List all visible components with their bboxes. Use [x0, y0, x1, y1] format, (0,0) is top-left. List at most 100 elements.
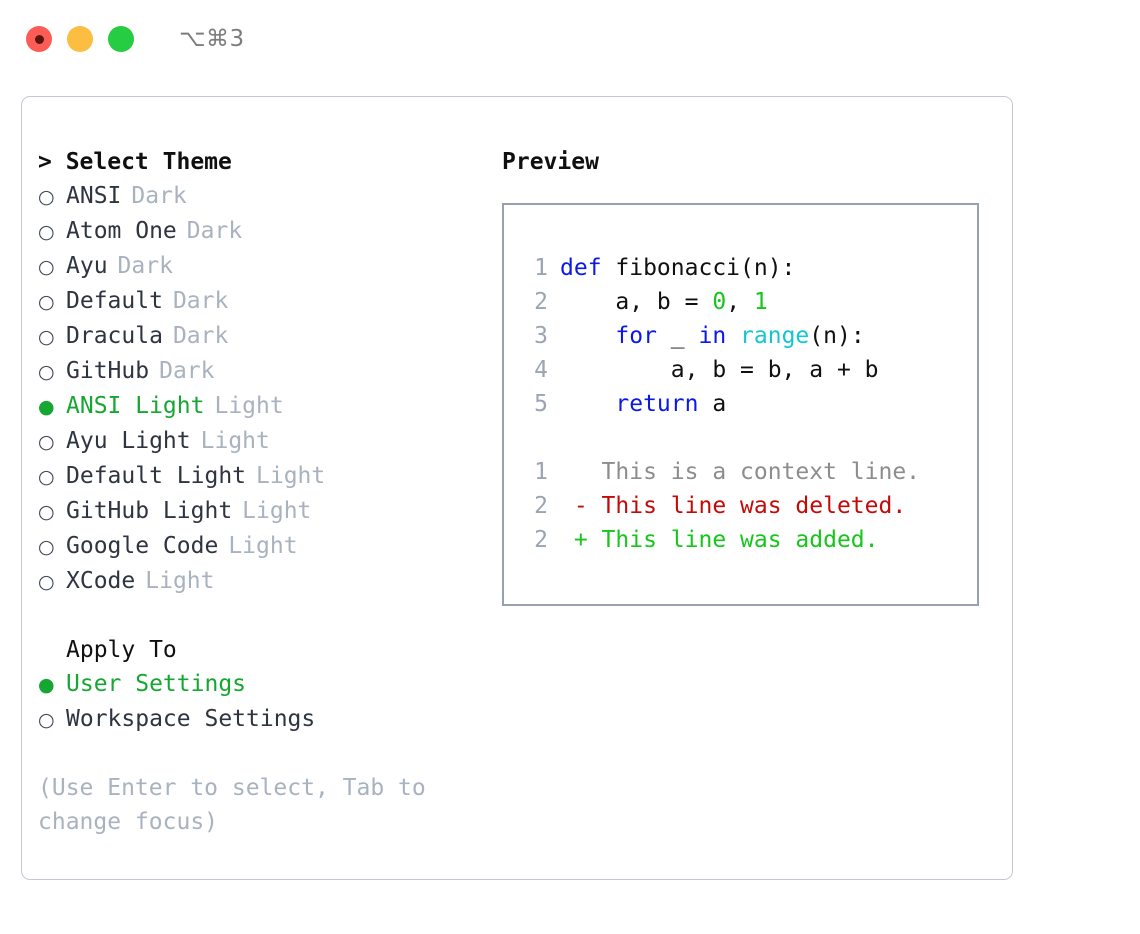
line-number: 2	[534, 527, 548, 553]
code-token: range	[740, 323, 810, 349]
theme-item-variant: Light	[256, 463, 326, 489]
radio-unselected-icon: ○	[38, 571, 55, 593]
theme-item-label: Dracula	[66, 323, 163, 349]
code-token: 0	[712, 289, 727, 315]
radio-unselected-icon: ○	[38, 186, 55, 208]
maximize-button[interactable]	[108, 26, 134, 52]
radio-unselected-icon: ○	[38, 326, 55, 348]
apply-to-item-label: Workspace Settings	[66, 706, 316, 732]
line-content: - This line was deleted.	[548, 493, 906, 519]
keyboard-hint-text: (Use Enter to select, Tab to change focu…	[38, 775, 440, 835]
code-token: a, b = b, a + b	[560, 357, 879, 383]
radio-selected-icon: ●	[38, 674, 55, 696]
close-button[interactable]	[26, 26, 52, 52]
radio-unselected-icon: ○	[38, 709, 55, 731]
code-token: _	[670, 323, 699, 349]
theme-item-10[interactable]: ○ Google Code Light	[38, 529, 492, 564]
line-content: for _ in range(n):	[548, 323, 865, 349]
code-token: - This line was deleted.	[560, 493, 907, 519]
window-controls	[26, 26, 134, 52]
theme-item-2[interactable]: ○ Ayu Dark	[38, 249, 492, 284]
line-number: 1	[534, 255, 548, 281]
diff-line-2: 2 + This line was added.	[518, 523, 977, 557]
radio-unselected-icon: ○	[38, 501, 55, 523]
radio-unselected-icon: ○	[38, 361, 55, 383]
theme-item-8[interactable]: ○ Default Light Light	[38, 459, 492, 494]
theme-item-label: Ayu	[66, 253, 108, 279]
list-spacer	[38, 599, 492, 633]
radio-unselected-icon: ○	[38, 536, 55, 558]
code-line-2: 3 for _ in range(n):	[518, 319, 977, 353]
theme-item-label: GitHub	[66, 358, 150, 384]
minimize-button[interactable]	[67, 26, 93, 52]
line-content: a, b = 0, 1	[548, 289, 768, 315]
line-content: + This line was added.	[548, 527, 879, 553]
code-line-4: 5 return a	[518, 387, 977, 421]
code-token: ,	[726, 289, 754, 315]
radio-unselected-icon: ○	[38, 431, 55, 453]
theme-item-variant: Light	[228, 533, 298, 559]
apply-to-item-0[interactable]: ● User Settings	[38, 667, 492, 702]
code-token: (n):	[809, 323, 865, 349]
code-token: fibonacci(n):	[615, 255, 796, 281]
code-token: for	[560, 323, 671, 349]
line-content: a, b = b, a + b	[548, 357, 879, 383]
theme-item-variant: Dark	[131, 183, 187, 209]
code-token: 1	[753, 289, 768, 315]
code-token: + This line was added.	[560, 527, 879, 553]
line-number: 1	[534, 459, 548, 485]
code-token: in	[698, 323, 741, 349]
theme-item-variant: Light	[242, 498, 312, 524]
line-number: 2	[534, 289, 548, 315]
code-token: a	[712, 391, 727, 417]
theme-item-label: Ayu Light	[66, 428, 191, 454]
radio-unselected-icon: ○	[38, 291, 55, 313]
theme-item-variant: Dark	[186, 218, 243, 244]
keyboard-shortcut-label: ⌥⌘3	[179, 26, 245, 52]
line-content: This is a context line.	[548, 459, 921, 485]
theme-item-variant: Light	[145, 568, 215, 594]
line-number: 2	[534, 493, 548, 519]
diff-sample: 1 This is a context line. 2 - This line w…	[518, 455, 977, 557]
apply-to-list: ● User Settings ○ Workspace Settings	[38, 667, 492, 737]
theme-item-0[interactable]: ○ ANSI Dark	[38, 179, 492, 214]
radio-unselected-icon: ○	[38, 256, 55, 278]
line-content: def fibonacci(n):	[548, 255, 795, 281]
code-token: a, b =	[560, 289, 713, 315]
code-token: return	[560, 391, 713, 417]
theme-item-variant: Light	[214, 393, 284, 419]
code-token: def	[560, 255, 616, 281]
theme-item-label: Default	[66, 288, 163, 314]
preview-title: Preview	[502, 149, 599, 175]
theme-item-variant: Light	[200, 428, 270, 454]
code-line-3: 4 a, b = b, a + b	[518, 353, 977, 387]
line-content: return a	[548, 391, 726, 417]
theme-item-label: ANSI	[66, 183, 122, 209]
theme-item-variant: Dark	[117, 253, 173, 279]
line-number: 3	[534, 323, 548, 349]
diff-line-1: 2 - This line was deleted.	[518, 489, 977, 523]
theme-item-label: Atom One	[66, 218, 177, 244]
radio-unselected-icon: ○	[38, 466, 55, 488]
theme-item-label: Default Light	[66, 463, 247, 489]
code-line-1: 2 a, b = 0, 1	[518, 285, 977, 319]
theme-item-variant: Dark	[172, 323, 229, 349]
theme-item-label: Google Code	[66, 533, 219, 559]
theme-item-7[interactable]: ○ Ayu Light Light	[38, 424, 492, 459]
code-token: This is a context line.	[560, 459, 921, 485]
apply-to-item-1[interactable]: ○ Workspace Settings	[38, 702, 492, 737]
theme-item-4[interactable]: ○ Dracula Dark	[38, 319, 492, 354]
apply-to-item-label: User Settings	[66, 671, 247, 697]
